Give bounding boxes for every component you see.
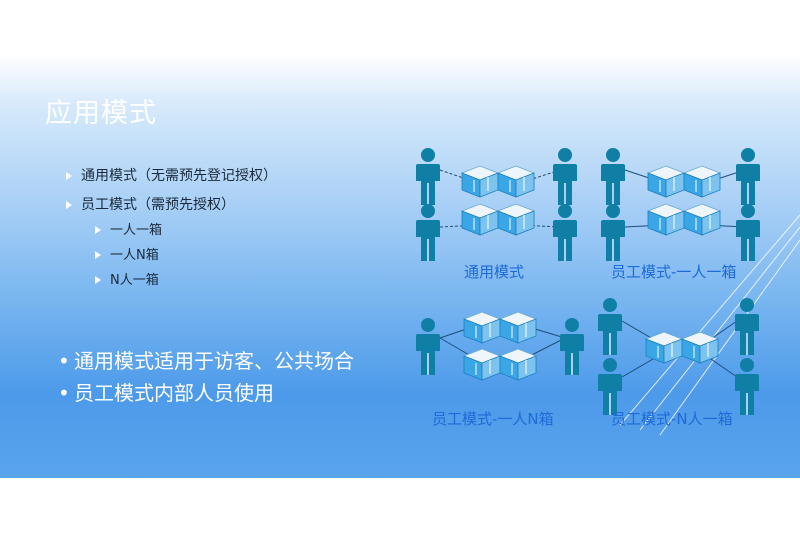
locker-box-icon [499,311,537,344]
person-icon [560,318,584,375]
caption-one-n: 员工模式-一人N箱 [432,410,554,428]
bullet-employee-mode: 员工模式（需预先授权） [81,197,235,213]
slide: 应用模式 通用模式（无需预先登记授权） 员工模式（需预先授权） 一人一箱 一人N… [0,55,800,478]
slide-title: 应用模式 [45,98,157,129]
person-icon [416,204,440,261]
person-icon [416,318,440,375]
n-person-one-box-diagram: 员工模式-N人一箱 [598,298,759,428]
general-mode-diagram: 通用模式 [416,148,577,281]
person-icon [601,148,625,205]
caption-general: 通用模式 [464,263,524,281]
locker-box-icon [683,203,721,236]
person-icon [736,148,760,205]
person-icon [416,148,440,205]
bullet-triangle-icon [66,201,72,209]
big-bullet-employee: •员工模式内部人员使用 [58,381,274,405]
person-icon [553,148,577,205]
locker-box-icon [497,203,535,236]
person-icon [735,298,759,355]
person-icon [736,204,760,261]
bullet-general-mode: 通用模式（无需预先登记授权） [81,168,277,184]
sub-bullet-one-one: 一人一箱 [110,223,163,238]
one-person-one-box-diagram: 员工模式-一人一箱 [601,148,760,281]
locker-box-icon [499,348,537,381]
person-icon [598,298,622,355]
locker-box-icon [681,331,719,364]
locker-box-icon [461,203,499,236]
decor-lines [619,214,800,436]
locker-box-icon [647,203,685,236]
sub-bullet-one-n: 一人N箱 [110,248,159,263]
bullet-triangle-icon [95,226,101,234]
caption-n-one: 员工模式-N人一箱 [611,410,733,428]
big-bullet-general: •通用模式适用于访客、公共场合 [58,349,354,373]
locker-box-icon [647,165,685,198]
person-icon [553,204,577,261]
locker-box-icon [463,348,501,381]
person-icon [735,358,759,415]
person-icon [601,204,625,261]
one-person-n-box-diagram: 员工模式-一人N箱 [416,311,584,428]
locker-box-icon [497,165,535,198]
locker-box-icon [683,165,721,198]
bullet-triangle-icon [66,172,72,180]
locker-box-icon [645,331,683,364]
caption-one-one: 员工模式-一人一箱 [611,263,736,281]
modes-diagram: 通用模式 员工模式-一人一箱 [416,148,800,436]
sub-bullet-n-one: N人一箱 [110,273,159,288]
person-icon [598,358,622,415]
locker-box-icon [463,311,501,344]
bullet-triangle-icon [95,251,101,259]
locker-box-icon [461,165,499,198]
bullet-triangle-icon [95,276,101,284]
